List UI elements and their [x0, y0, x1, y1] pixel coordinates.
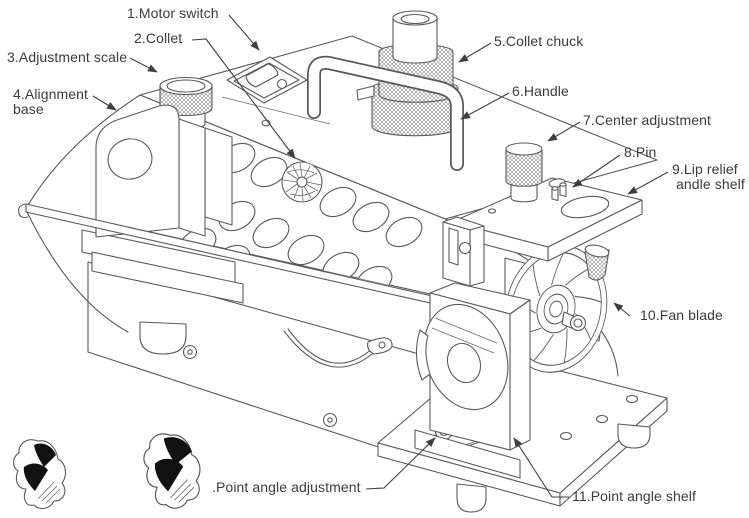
- pin-part: [551, 182, 567, 202]
- label-alignment-base: 4.Alignment base: [13, 87, 88, 117]
- collet-part: [281, 161, 323, 203]
- drill-bit-illustration-left: [13, 439, 67, 510]
- label-collet-chuck: 5.Collet chuck: [494, 33, 584, 49]
- label-point-angle-adjustment: .Point angle adjustment: [212, 479, 361, 495]
- label-point-angle-shelf: 11.Point angle shelf: [572, 488, 696, 504]
- alignment-base-part: [81, 104, 244, 355]
- label-alignment-base-line2: base: [13, 101, 44, 117]
- label-handle: 6.Handle: [512, 83, 569, 99]
- label-collet: 2.Collet: [134, 30, 183, 46]
- label-lip-relief-shelf: 9.Lip relief andle shelf: [672, 162, 745, 192]
- fan-blade-part: [504, 244, 610, 373]
- label-alignment-base-line1: 4.Alignment: [13, 86, 89, 102]
- label-motor-switch: 1.Motor switch: [127, 5, 219, 21]
- center-adjustment-part: [505, 142, 543, 203]
- leader-lines: [92, 14, 669, 498]
- label-center-adjustment: 7.Center adjustment: [583, 112, 711, 128]
- label-adjustment-scale: 3.Adjustment scale: [7, 49, 128, 65]
- label-fan-blade: 10.Fan blade: [640, 307, 723, 323]
- motor-switch-part: [226, 56, 308, 104]
- drill-bit-illustration-right: [143, 433, 201, 509]
- handle-part: [307, 55, 464, 171]
- label-pin: 8.Pin: [624, 144, 657, 160]
- label-lip-relief-line1: 9.Lip relief: [672, 161, 738, 177]
- adjustment-scale-part: [159, 76, 213, 130]
- point-angle-shelf-part: [414, 282, 531, 479]
- label-lip-relief-line2: andle shelf: [676, 176, 745, 192]
